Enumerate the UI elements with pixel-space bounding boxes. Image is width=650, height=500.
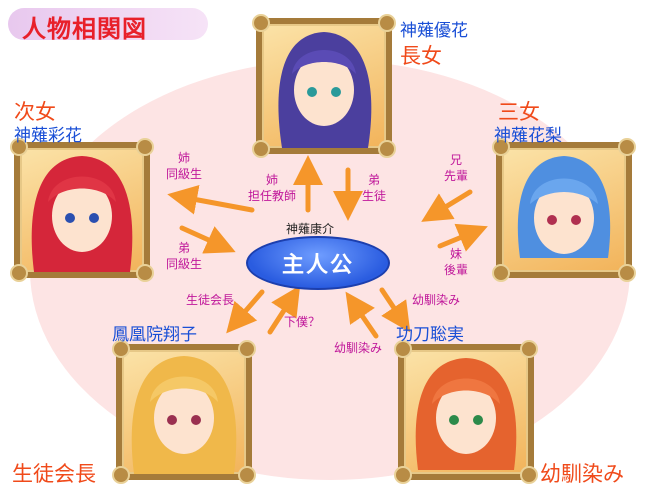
arrow-ayaka-to-hero xyxy=(179,225,236,254)
rel-satomi-hero-2: 幼馴染み xyxy=(334,341,383,355)
portrait-yuka xyxy=(252,14,396,158)
name-ayaka: 神薙彩花 xyxy=(14,126,82,146)
character-ayaka-icon xyxy=(31,156,133,272)
arrow-shoko-to-hero xyxy=(267,285,301,335)
arrow-hero-to-shoko xyxy=(226,289,265,334)
rel-ayaka-to-hero: 姉同級生 xyxy=(166,151,203,181)
portrait-shoko xyxy=(112,340,256,484)
rel-satomi-hero-1: 幼馴染み xyxy=(412,293,461,307)
rel-hero-to-karin: 妹後輩 xyxy=(444,247,469,277)
arrow-satomi-to-hero xyxy=(345,291,379,339)
hero-label: 主人公 xyxy=(281,253,354,278)
role-yuka: 長女 xyxy=(400,44,442,68)
rel-shoko-hero-1: 生徒会長 xyxy=(186,293,235,307)
portrait-satomi xyxy=(394,340,538,484)
role-shoko: 生徒会長 xyxy=(12,462,96,486)
name-shoko: 鳳凰院翔子 xyxy=(112,325,197,345)
rel-yuka-to-hero: 姉担任教師 xyxy=(248,173,297,203)
character-karin-icon xyxy=(517,156,611,258)
portrait-karin xyxy=(492,138,636,282)
page-title: 人物相関図 xyxy=(22,15,147,43)
role-karin: 三女 xyxy=(498,100,540,124)
name-karin: 神薙花梨 xyxy=(494,126,562,146)
character-yuka-icon xyxy=(278,32,372,148)
role-ayaka: 次女 xyxy=(14,100,56,124)
title-pill xyxy=(8,8,208,40)
rel-hero-to-yuka: 弟生徒 xyxy=(362,173,387,203)
portrait-ayaka xyxy=(10,138,154,282)
hero-name: 神薙康介 xyxy=(286,222,335,236)
character-shoko-icon xyxy=(131,356,237,474)
arrow-hero-to-satomi xyxy=(379,287,411,333)
role-satomi: 幼馴染み xyxy=(540,462,624,486)
name-satomi: 功刀聡実 xyxy=(396,325,464,345)
rel-hero-to-ayaka: 弟同級生 xyxy=(166,241,203,271)
arrow-karin-to-hero xyxy=(421,189,473,222)
arrow-hero-to-karin xyxy=(437,223,488,252)
character-satomi-icon xyxy=(415,358,517,470)
rel-karin-to-hero: 兄先輩 xyxy=(444,153,469,183)
name-yuka: 神薙優花 xyxy=(400,21,468,41)
hero-ellipse: 主人公 xyxy=(246,236,390,290)
arrow-hero-to-ayaka xyxy=(167,184,255,215)
rel-shoko-hero-2: 下僕？ xyxy=(284,315,321,329)
